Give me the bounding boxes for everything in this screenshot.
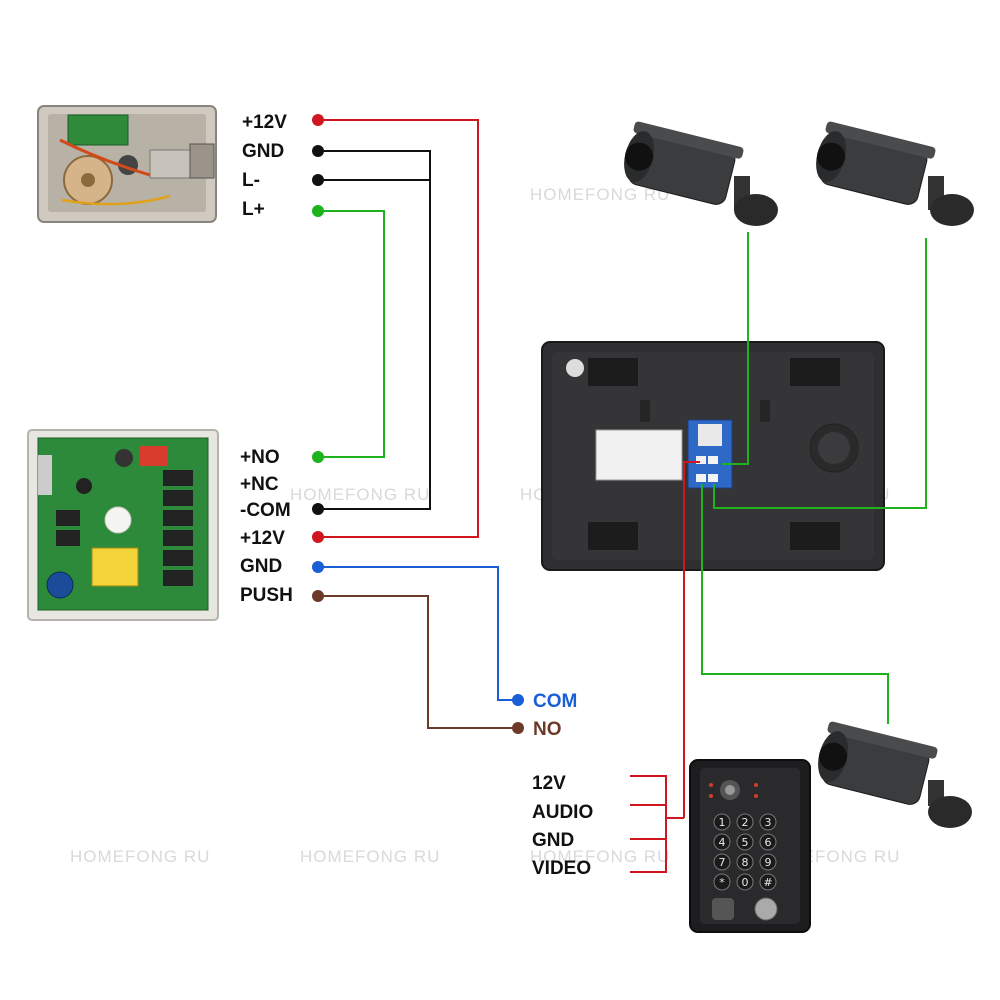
label-psu-push: PUSH: [240, 585, 293, 606]
keypad-key-label: 1: [719, 816, 726, 829]
watermark: HOMEFONG RU: [530, 185, 670, 204]
keypad-key-label: *: [719, 876, 725, 889]
wire-lock-gnd: [318, 150, 431, 510]
wires: [318, 119, 927, 873]
keypad-button: [713, 873, 731, 891]
label-no: NO: [533, 719, 562, 740]
watermark: HOMEFONG RU: [290, 485, 430, 504]
exit-button-labels: COM NO: [533, 691, 577, 740]
label-psu-com: -COM: [240, 500, 291, 521]
label-com: COM: [533, 691, 577, 712]
label-door-gnd: GND: [532, 830, 574, 851]
camera-1: [624, 121, 778, 226]
keypad-key-label: 8: [742, 856, 749, 869]
wire-doorbell: [683, 461, 700, 818]
keypad-key-label: 7: [719, 856, 726, 869]
doorbell-bracket: [630, 775, 667, 873]
power-supply-unit: [27, 429, 219, 621]
keypad-button: [713, 833, 731, 851]
keypad-key-label: 2: [742, 816, 749, 829]
wire-camera-1: [722, 232, 749, 465]
label-psu-nc: +NC: [240, 474, 279, 495]
keypad-button: [736, 813, 754, 831]
doorbell-labels: 12V AUDIO GND VIDEO: [532, 773, 593, 879]
keypad-button: [713, 813, 731, 831]
camera-2: [816, 121, 974, 226]
label-lock-gnd: GND: [242, 141, 284, 162]
keypad-button: [759, 873, 777, 891]
keypad-key-label: #: [763, 876, 772, 889]
wire-camera-3: [701, 484, 889, 724]
wire-gnd-com: [318, 566, 518, 701]
keypad-key-label: 0: [742, 876, 749, 889]
psu-terminal-labels: +NO +NC -COM +12V GND PUSH: [240, 447, 293, 606]
wire-lock-l-plus: [318, 210, 385, 458]
keypad: 1 2 3 4 5 6 7 8 9 * 0 #: [713, 813, 777, 891]
label-psu-12v: +12V: [240, 528, 285, 549]
keypad-key-label: 5: [742, 836, 749, 849]
keypad-button: [759, 853, 777, 871]
label-door-video: VIDEO: [532, 858, 591, 879]
keypad-button: [713, 853, 731, 871]
monitor-back-panel: [541, 341, 885, 571]
watermark: HOMEFONG RU: [300, 847, 440, 866]
watermark: HOMEFONG RU: [530, 847, 670, 866]
wire-push-no: [318, 595, 518, 729]
label-door-audio: AUDIO: [532, 802, 593, 823]
label-lock-l-minus: L-: [242, 170, 260, 191]
keypad-key-label: 3: [765, 816, 772, 829]
keypad-button: [736, 853, 754, 871]
wire-camera-2: [713, 238, 927, 509]
keypad-key-label: 6: [765, 836, 772, 849]
keypad-button: [736, 833, 754, 851]
label-psu-gnd: GND: [240, 556, 282, 577]
label-door-12v: 12V: [532, 773, 566, 794]
label-psu-no: +NO: [240, 447, 280, 468]
watermark: HOMEFONG RU: [70, 847, 210, 866]
label-lock-l-plus: L+: [242, 199, 265, 220]
wire-lock-12v: [318, 119, 479, 538]
door-station: 1 2 3 4 5 6 7 8 9 * 0 #: [689, 759, 811, 933]
label-lock-12v: +12V: [242, 112, 287, 133]
keypad-button: [759, 813, 777, 831]
keypad-button: [736, 873, 754, 891]
keypad-key-label: 9: [765, 856, 772, 869]
electric-lock: [37, 105, 217, 223]
camera-3: [818, 721, 972, 828]
keypad-button: [759, 833, 777, 851]
lock-terminal-labels: +12V GND L- L+: [242, 112, 287, 220]
keypad-key-label: 4: [719, 836, 726, 849]
terminal-dots: [312, 114, 524, 734]
